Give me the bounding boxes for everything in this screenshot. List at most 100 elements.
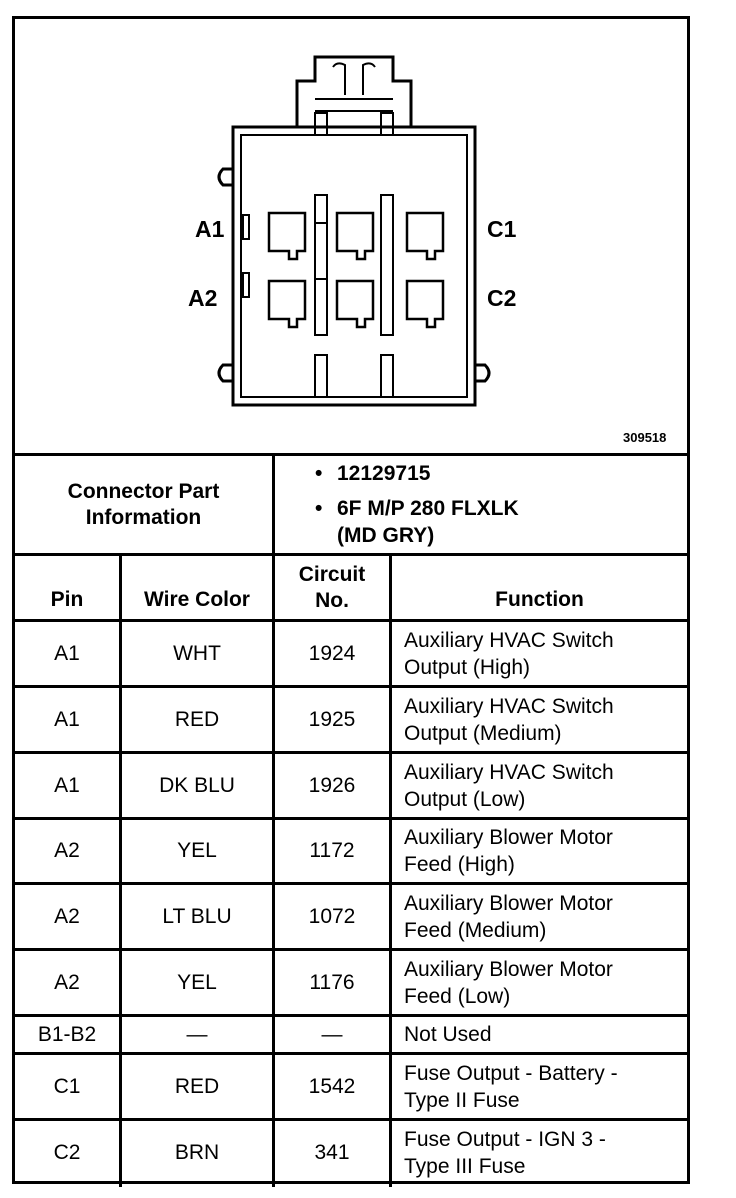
circuit-number-cell: 1072 — [308, 904, 356, 928]
pin-cell: C2 — [53, 1140, 81, 1164]
wire-color-cell: — — [186, 1022, 208, 1046]
wire-color-cell: LT BLU — [162, 904, 232, 928]
cavity-a2 — [267, 279, 307, 329]
header-wire-color: Wire Color — [144, 588, 250, 611]
rule-below-info — [15, 553, 687, 556]
header-circuit: Circuit No. — [275, 556, 389, 619]
pin-cell: A2 — [54, 904, 80, 928]
circuit-number-cell: — — [321, 1022, 343, 1046]
pin-cell: A1 — [54, 773, 80, 797]
header-circuit-line2: No. — [315, 588, 349, 612]
cavity-b2 — [335, 279, 375, 329]
connector-body-inner — [240, 134, 468, 398]
left-clip-bottom — [217, 363, 233, 383]
cavity-c1 — [405, 211, 445, 261]
function-line1: Fuse Output - IGN 3 - — [404, 1127, 606, 1151]
left-clip-top — [217, 167, 233, 187]
center-divider-right — [380, 194, 394, 336]
function-line1: Not Used — [404, 1023, 492, 1046]
wire-color-cell: YEL — [177, 839, 217, 862]
connector-info-label-line2: Information — [85, 505, 202, 529]
function-cell: Not Used — [392, 1017, 687, 1052]
connector-drawing — [217, 55, 491, 407]
latch-outline — [295, 55, 413, 127]
pin-cell: A1 — [54, 641, 80, 665]
function-line2: Output (High) — [404, 655, 531, 679]
document-frame: A1 A2 C1 C2 309518 Connector Part Inform… — [12, 16, 690, 1187]
bullet: • — [315, 497, 323, 520]
circuit-number-cell: 1924 — [308, 641, 356, 665]
function-line1: Fuse Output - Battery - — [404, 1061, 618, 1085]
connector-description: 6F M/P 280 FLXLK — [337, 497, 519, 520]
info-divider — [272, 453, 275, 553]
function-line2: Feed (High) — [404, 853, 515, 876]
pin-cell: A2 — [54, 839, 80, 862]
right-clip-bottom — [475, 363, 491, 383]
row-rule — [15, 685, 687, 688]
row-rule — [15, 817, 687, 820]
wire-color-cell: BRN — [174, 1140, 220, 1164]
function-line1: Auxiliary Blower Motor — [404, 891, 613, 915]
circuit-number-cell: 1926 — [308, 773, 356, 797]
pin-cell: A1 — [54, 707, 80, 731]
header-function: Function — [495, 588, 584, 611]
part-number-line: • 12129715 — [315, 460, 430, 487]
function-line1: Auxiliary HVAC Switch — [404, 628, 614, 652]
wire-color-cell: RED — [174, 707, 220, 731]
bullet: • — [315, 462, 323, 485]
connector-body-outline — [231, 125, 477, 407]
part-number: 12129715 — [337, 462, 431, 485]
figure-number: 309518 — [623, 430, 667, 445]
cavity-a1 — [267, 211, 307, 261]
pin-cell: A2 — [54, 970, 80, 994]
cavity-b1 — [335, 211, 375, 261]
row-rule — [15, 751, 687, 754]
pin-label-c1: C1 — [487, 216, 517, 242]
header-pin: Pin — [50, 588, 84, 611]
wire-color-cell: YEL — [177, 970, 217, 994]
row-rule — [15, 1014, 687, 1017]
col-divider-circuit — [389, 553, 392, 1187]
rule-below-header — [15, 619, 687, 622]
row-rule — [15, 1052, 687, 1055]
row-rule — [15, 948, 687, 951]
row-rule — [15, 1118, 687, 1121]
function-line2: Type II Fuse — [404, 1088, 520, 1112]
function-line1: Auxiliary Blower Motor — [404, 826, 613, 849]
pin-label-c2: C2 — [487, 285, 517, 311]
function-line2: Output (Medium) — [404, 721, 562, 745]
function-cell: Fuse Output - IGN 3 - Type III Fuse — [392, 1121, 687, 1184]
rule-below-diagram — [15, 453, 687, 456]
col-divider-wire — [272, 553, 275, 1187]
function-line1: Auxiliary HVAC Switch — [404, 760, 614, 784]
function-line2: Feed (Low) — [404, 984, 511, 1008]
connector-info-label-line1: Connector Part — [67, 479, 220, 503]
col-divider-pin — [119, 553, 122, 1187]
function-line2: Output (Low) — [404, 787, 526, 811]
function-cell: Fuse Output - Battery - Type II Fuse — [392, 1055, 687, 1118]
circuit-number-cell: 341 — [314, 1140, 350, 1164]
connector-info-label: Connector Part Information — [15, 456, 272, 553]
pin-cell: C1 — [53, 1074, 81, 1098]
pin-cell: B1-B2 — [37, 1022, 97, 1046]
circuit-number-cell: 1176 — [309, 970, 355, 994]
circuit-number-cell: 1172 — [309, 839, 355, 862]
description-line2: (MD GRY) — [337, 524, 435, 547]
circuit-number-cell: 1925 — [308, 707, 356, 731]
cavity-c2 — [405, 279, 445, 329]
connector-diagram: A1 A2 C1 C2 309518 — [15, 19, 687, 453]
wire-color-cell: RED — [174, 1074, 220, 1098]
function-line1: Auxiliary Blower Motor — [404, 957, 613, 981]
pin-label-a2: A2 — [188, 285, 218, 311]
function-line1: Auxiliary HVAC Switch — [404, 694, 614, 718]
row-rule — [15, 882, 687, 885]
description-line1: • 6F M/P 280 FLXLK — [315, 495, 519, 522]
header-circuit-line1: Circuit — [298, 562, 366, 586]
function-line2: Type III Fuse — [404, 1154, 526, 1178]
wire-color-cell: WHT — [173, 641, 221, 665]
